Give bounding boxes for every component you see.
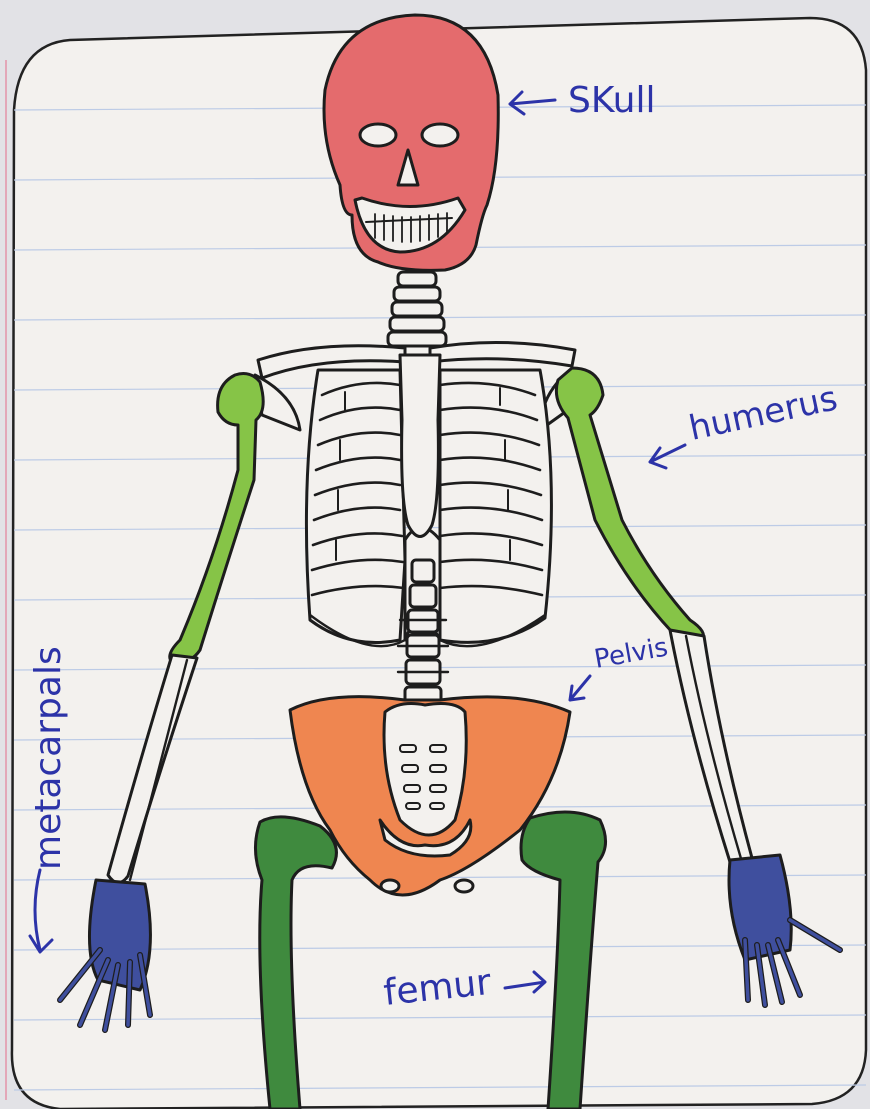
sternum [400,355,440,537]
skull-label: SKull [568,80,656,121]
metacarpals-label: metacarpals [28,646,69,870]
